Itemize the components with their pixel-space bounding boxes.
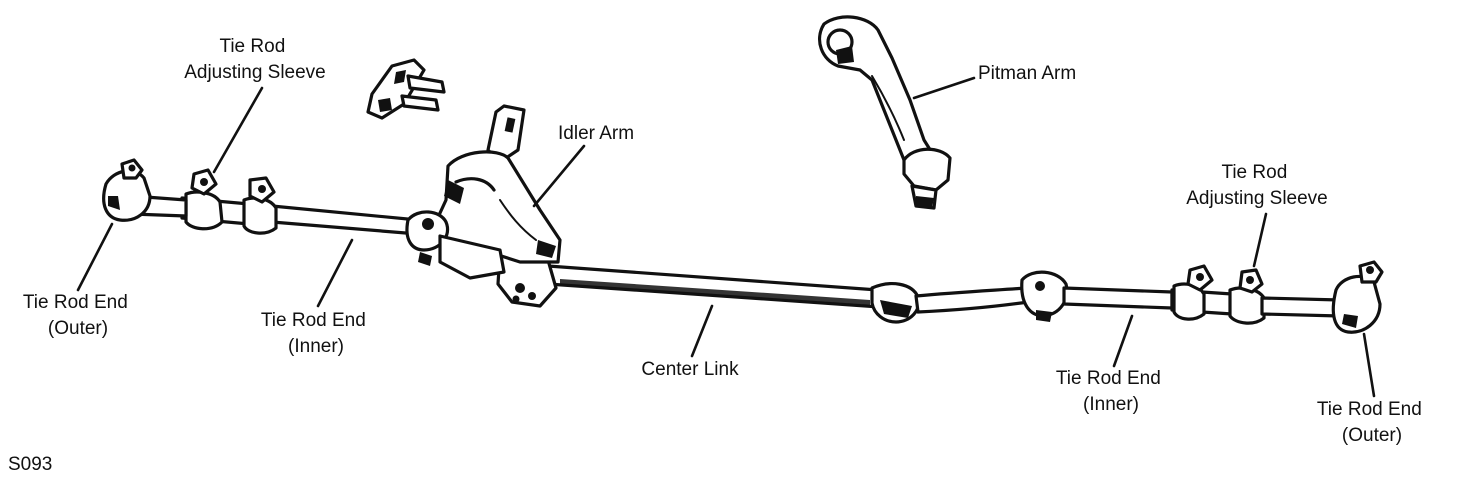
- label-tie-rod-end-inner-right: Tie Rod End (Inner): [1056, 368, 1166, 415]
- label-tie-rod-sleeve-right: Tie Rod Adjusting Sleeve: [1186, 162, 1328, 209]
- leader-inner-right: [1112, 314, 1134, 368]
- leader-outer-left: [76, 222, 114, 292]
- idler-arm-part: [432, 104, 562, 264]
- leader-center-link: [690, 304, 714, 358]
- label-tie-rod-end-inner-left: Tie Rod End (Inner): [261, 310, 371, 357]
- label-tie-rod-end-outer-right: Tie Rod End (Outer): [1317, 399, 1427, 446]
- pitman-arm-part: [818, 15, 952, 210]
- loose-clamp-part: [366, 58, 446, 120]
- label-tie-rod-end-outer-left: Tie Rod End (Outer): [23, 292, 133, 339]
- leader-idler-arm: [532, 144, 586, 208]
- leader-outer-right: [1362, 332, 1376, 398]
- label-center-link: Center Link: [641, 359, 739, 380]
- figure-id: S093: [8, 454, 52, 475]
- label-pitman-arm: Pitman Arm: [978, 63, 1076, 84]
- label-idler-arm: Idler Arm: [558, 123, 634, 144]
- leader-sleeve-right: [1252, 212, 1268, 268]
- left-tie-rod-assembly: [102, 158, 506, 280]
- leader-sleeve-left: [212, 86, 264, 174]
- right-tie-rod-assembly: [914, 260, 1384, 334]
- leader-lines: [76, 76, 1376, 398]
- leader-inner-left: [316, 238, 354, 308]
- center-link-part: [496, 250, 921, 324]
- label-tie-rod-sleeve-left: Tie Rod Adjusting Sleeve: [184, 36, 326, 83]
- leader-pitman-arm: [912, 76, 976, 100]
